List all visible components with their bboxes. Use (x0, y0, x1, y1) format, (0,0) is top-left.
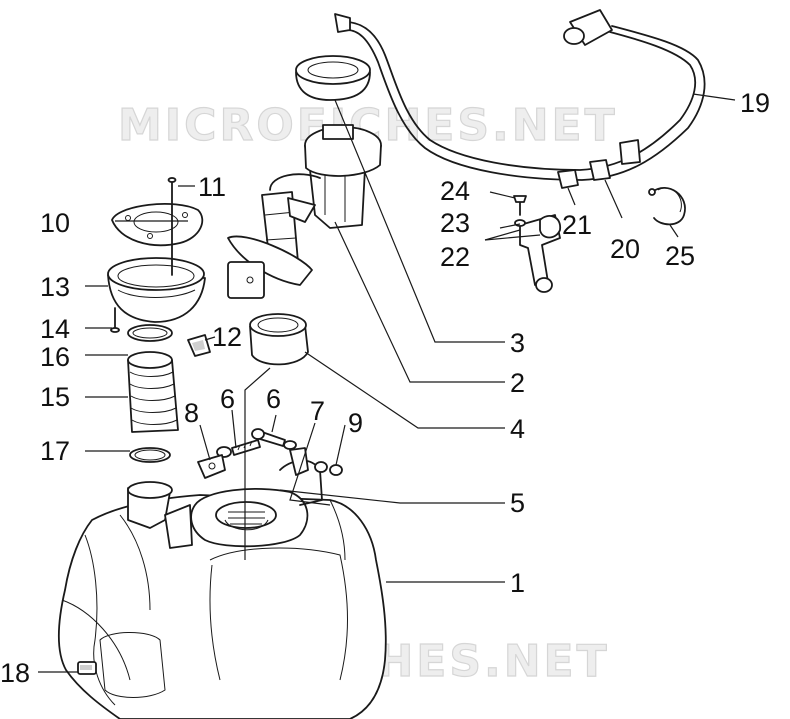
callout-13: 13 (40, 272, 70, 302)
callout-22: 22 (440, 242, 470, 272)
callout-2: 2 (510, 368, 525, 398)
callout-14: 14 (40, 314, 70, 344)
callout-19: 19 (740, 88, 770, 118)
callout-20: 20 (610, 234, 640, 264)
callout-8: 8 (184, 398, 199, 428)
callout-23: 23 (440, 208, 470, 238)
callout-18: 18 (0, 658, 30, 688)
callout-10: 10 (40, 208, 70, 238)
screw-6-right (251, 428, 297, 450)
screw-24 (513, 195, 527, 216)
callout-25: 25 (665, 241, 695, 271)
pump-seal (249, 313, 309, 366)
callout-15: 15 (40, 382, 70, 412)
callout-7: 7 (310, 396, 325, 426)
callout-1: 1 (510, 568, 525, 598)
hose-clip-21 (557, 169, 579, 189)
lock-ring (295, 55, 371, 101)
drain-clip (77, 661, 97, 675)
callout-6a: 6 (220, 384, 235, 414)
callout-labels: 1 2 3 4 5 6 6 7 8 9 10 11 12 13 14 15 16… (0, 88, 770, 688)
watermark-top: MICROFICHES.NET (118, 100, 618, 151)
cap-plate (111, 203, 204, 247)
callout-24: 24 (440, 176, 470, 206)
callout-4: 4 (510, 414, 525, 444)
callout-12: 12 (212, 322, 242, 352)
filler-housing (107, 257, 206, 323)
callout-3: 3 (510, 328, 525, 358)
callout-16: 16 (40, 342, 70, 372)
clamp-ring-17 (129, 447, 171, 463)
screw-6-left (216, 439, 261, 458)
screw-14 (110, 307, 120, 333)
bracket-8 (197, 454, 226, 479)
hose-bracket-22 (519, 214, 561, 293)
leader-lines (38, 93, 736, 673)
callout-21: 21 (562, 210, 592, 240)
fuel-pump (227, 124, 382, 299)
fuel-tank (57, 459, 387, 719)
clamp-ring-16 (127, 324, 173, 342)
callout-11: 11 (198, 172, 226, 202)
breather-hose (334, 9, 706, 181)
callout-6b: 6 (266, 384, 281, 414)
clip-nut (187, 334, 211, 357)
callout-17: 17 (40, 436, 70, 466)
callout-9: 9 (348, 408, 363, 438)
bracket-7 (289, 447, 343, 476)
callout-5: 5 (510, 488, 525, 518)
bellows-hose (127, 351, 179, 433)
hose-clamp-25 (648, 186, 686, 226)
screw-11 (167, 177, 177, 276)
